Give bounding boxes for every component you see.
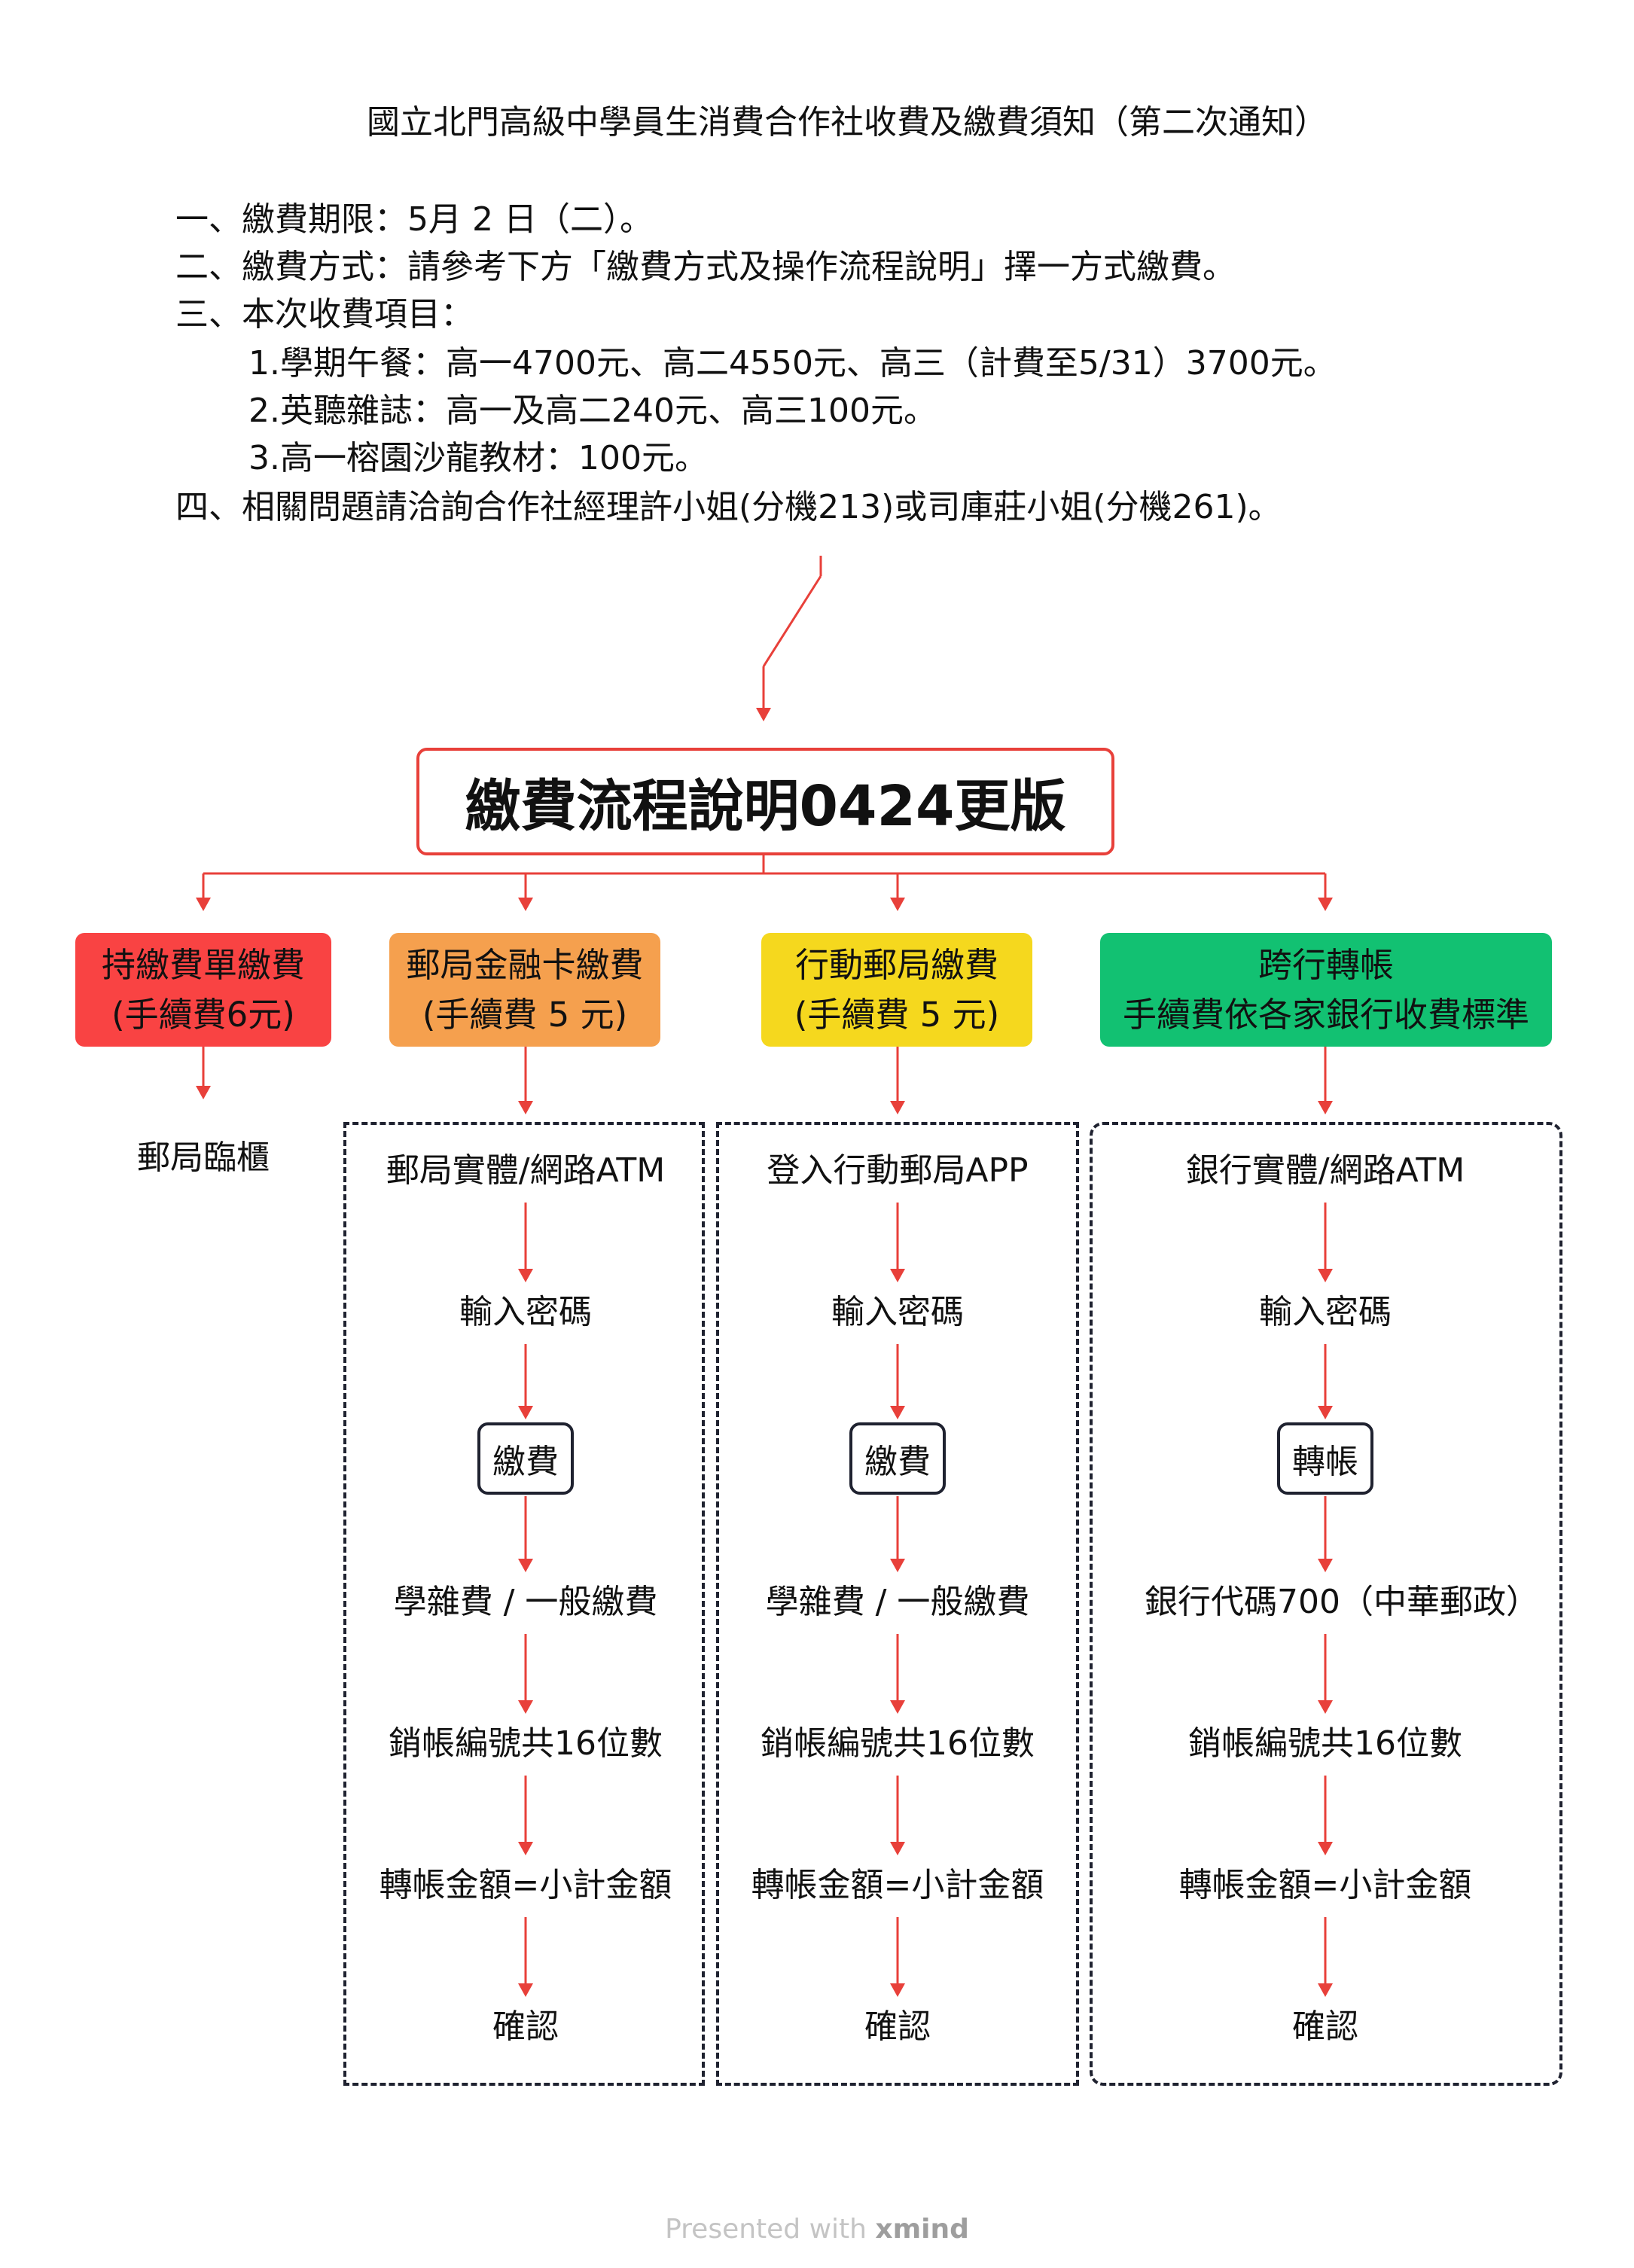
arrowhead: [1318, 1983, 1333, 1997]
notice-line: 三、本次收費項目：: [175, 295, 474, 334]
notice-line: 四、相關問題請洽詢合作社經理許小姐(分機213)或司庫莊小姐(分機261)。: [175, 488, 1282, 526]
notice-line: 2.英聽雜誌：高一及高二240元、高三100元。: [248, 392, 937, 430]
branch-header: 郵局金融卡繳費 (手續費 5 元): [389, 933, 660, 1047]
flow-step: 郵局臨櫃: [137, 1139, 270, 1177]
footer: Presented with xmind: [0, 2214, 1634, 2245]
arrowhead: [1318, 898, 1333, 911]
flow-step: 銷帳編號共16位數: [1188, 1724, 1462, 1763]
flow-step: 銀行實體/網路ATM: [1185, 1151, 1465, 1190]
branch-title: 跨行轉帳: [1258, 945, 1394, 986]
notice-line: 1.學期午餐：高一4700元、高二4550元、高三（計費至5/31）3700元。: [248, 344, 1337, 383]
branch-title: 行動郵局繳費: [794, 945, 998, 986]
flow-step: 輸入密碼: [831, 1293, 964, 1331]
flow-step: 學雜費 / 一般繳費: [393, 1583, 658, 1621]
arrowhead: [196, 1086, 211, 1099]
footer-brand: xmind: [875, 2214, 969, 2245]
flow-step: 郵局實體/網路ATM: [386, 1151, 666, 1190]
branch-subtitle: (手續費6元): [111, 994, 295, 1035]
root-topic: 繳費流程說明0424更版: [416, 748, 1114, 855]
flow-step: 登入行動郵局APP: [767, 1151, 1029, 1190]
arrowhead: [1318, 1559, 1333, 1572]
arrowhead: [1318, 1269, 1333, 1282]
arrowhead: [890, 1559, 905, 1572]
arrowhead: [518, 898, 533, 911]
flow-step: 確認: [492, 2007, 559, 2046]
flow-step: 輸入密碼: [1259, 1293, 1392, 1331]
arrowhead: [196, 898, 211, 911]
arrowhead: [1318, 1842, 1333, 1855]
arrowhead: [1318, 1406, 1333, 1419]
flow-step: 銀行代碼700（中華郵政）: [1145, 1583, 1539, 1621]
flow-step: 轉帳金額=小計金額: [751, 1866, 1044, 1904]
notice-line: 3.高一榕園沙龍教材：100元。: [248, 439, 708, 477]
notice-line: 二、繳費方式：請參考下方「繳費方式及操作流程說明」擇一方式繳費。: [175, 248, 1236, 286]
footer-prefix: Presented with: [665, 2214, 867, 2245]
flow-group: [1090, 1122, 1562, 2086]
branch-subtitle: (手續費 5 元): [422, 994, 628, 1035]
flow-step: 輸入密碼: [459, 1293, 592, 1331]
branch-header: 行動郵局繳費 (手續費 5 元): [761, 933, 1032, 1047]
arrowhead: [756, 708, 771, 721]
arrowhead: [890, 1269, 905, 1282]
notice-line: 一、繳費期限：5月 2 日（二）。: [175, 200, 653, 239]
arrowhead: [1318, 1101, 1333, 1114]
arrowhead: [890, 1406, 905, 1419]
arrowhead: [518, 1700, 533, 1714]
arrowhead: [518, 1406, 533, 1419]
arrowhead: [518, 1983, 533, 1997]
flow-group: [716, 1122, 1079, 2086]
arrowhead: [890, 1983, 905, 1997]
connector-line: [762, 575, 822, 667]
arrowhead: [518, 1101, 533, 1114]
branch-subtitle: (手續費 5 元): [794, 994, 1000, 1035]
action-step: 繳費: [477, 1422, 574, 1495]
branch-title: 持繳費單繳費: [101, 945, 305, 986]
arrowhead: [890, 1700, 905, 1714]
flow-step: 確認: [1292, 2007, 1358, 2046]
branch-header: 跨行轉帳手續費依各家銀行收費標準: [1100, 933, 1552, 1047]
flow-step: 轉帳金額=小計金額: [379, 1866, 672, 1904]
document-title: 國立北門高級中學員生消費合作社收費及繳費須知（第二次通知）: [367, 103, 1328, 142]
arrowhead: [890, 1101, 905, 1114]
flow-step: 銷帳編號共16位數: [761, 1724, 1035, 1763]
flow-group: [343, 1122, 705, 2086]
action-step: 轉帳: [1277, 1422, 1373, 1495]
action-step: 繳費: [849, 1422, 946, 1495]
arrowhead: [890, 1842, 905, 1855]
branch-title: 郵局金融卡繳費: [406, 945, 644, 986]
flow-step: 銷帳編號共16位數: [389, 1724, 663, 1763]
arrowhead: [890, 898, 905, 911]
arrowhead: [518, 1559, 533, 1572]
arrowhead: [518, 1842, 533, 1855]
branch-subtitle: 手續費依各家銀行收費標準: [1122, 994, 1529, 1035]
arrowhead: [1318, 1700, 1333, 1714]
flow-step: 確認: [864, 2007, 931, 2046]
arrowhead: [518, 1269, 533, 1282]
branch-header: 持繳費單繳費 (手續費6元): [75, 933, 331, 1047]
flow-step: 學雜費 / 一般繳費: [765, 1583, 1030, 1621]
flow-step: 轉帳金額=小計金額: [1178, 1866, 1472, 1904]
